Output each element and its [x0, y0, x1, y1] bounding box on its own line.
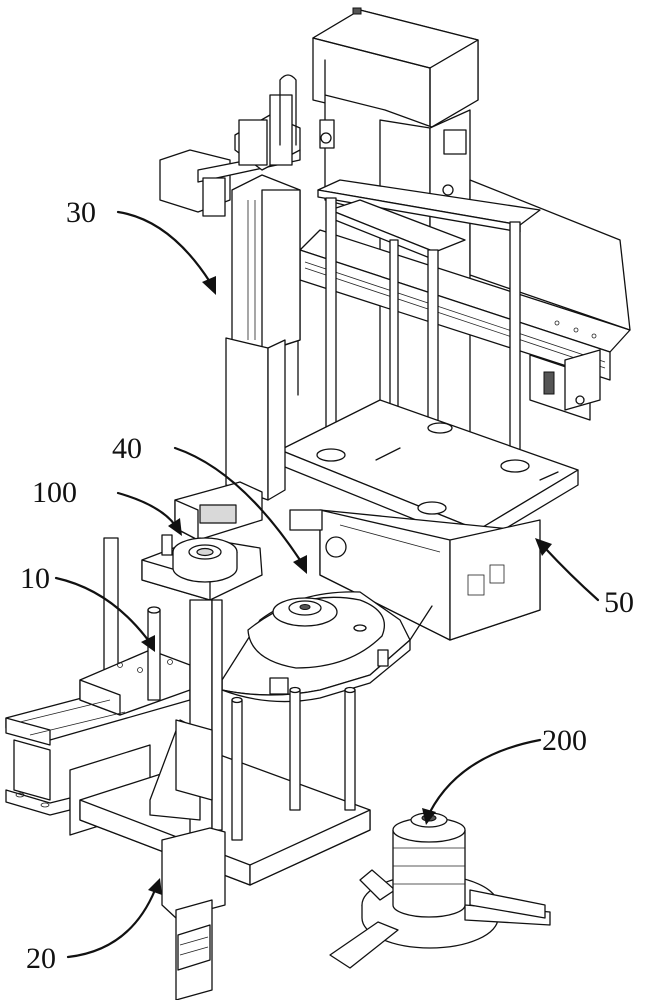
arrow-20	[66, 888, 157, 959]
arrow-50	[543, 546, 600, 602]
arrow-40	[173, 446, 302, 562]
unit-30-manipulator	[159, 74, 335, 541]
arrow-10	[54, 576, 150, 642]
unit-20-lift	[79, 599, 371, 1000]
workpiece-100	[141, 534, 263, 601]
workpiece-200-chuck	[329, 812, 551, 969]
label-40: 40	[112, 432, 142, 465]
unit-40-turntable	[221, 509, 433, 703]
unit-50-press	[279, 7, 631, 641]
reference-labels: 30 40 100 10 50 200 20	[20, 196, 634, 975]
arrow-30	[116, 210, 212, 284]
label-10: 10	[20, 562, 50, 595]
label-30: 30	[66, 196, 96, 229]
leader-arrows	[54, 210, 600, 959]
label-100: 100	[32, 476, 77, 509]
label-200: 200	[542, 724, 587, 757]
label-20: 20	[26, 942, 56, 975]
arrow-200	[428, 738, 542, 814]
label-50: 50	[604, 586, 634, 619]
arrow-100	[116, 491, 177, 527]
